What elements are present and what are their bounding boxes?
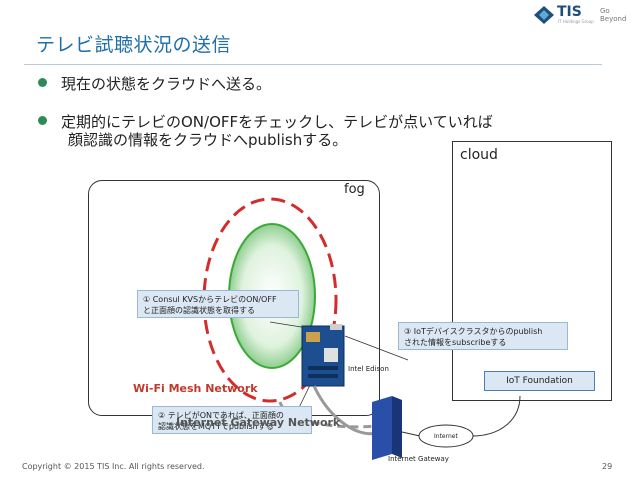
bullet-2: 定期的にテレビのON/OFFをチェックし、テレビが点いていれば xyxy=(38,111,493,132)
logo-name: TIS xyxy=(557,4,582,20)
bullet-2-continuation: 顔認識の情報をクラウドへpublishする。 xyxy=(68,131,348,149)
callout-step-1: ① Consul KVSからテレビのON/OFF と正面顔の認識状態を取得する xyxy=(137,290,299,318)
bullet-dot-icon xyxy=(38,78,47,87)
cloud-label: cloud xyxy=(460,147,498,163)
internet-gateway-label: Internet Gateway xyxy=(388,455,449,463)
intel-edison-board-icon xyxy=(301,324,345,387)
iot-foundation-box: IoT Foundation xyxy=(484,371,595,391)
callout-step-2: ② テレビがONであれば、正面顔の 認識状態をMQTTでpublishする xyxy=(152,406,312,434)
internet-label: Internet xyxy=(434,433,458,440)
intel-edison-label: Intel Edison xyxy=(348,365,389,373)
logo-subtext: IT Holdings Group xyxy=(558,19,594,24)
internet-gateway-device-icon xyxy=(372,396,402,460)
bullet-2-text: 定期的にテレビのON/OFFをチェックし、テレビが点いていれば xyxy=(61,113,493,131)
bullet-dot-icon xyxy=(38,116,47,125)
bullet-1: 現在の状態をクラウドへ送る。 xyxy=(38,73,271,94)
cloud-box xyxy=(452,141,612,401)
page-number: 29 xyxy=(602,462,613,471)
copyright-footer: Copyright © 2015 TIS Inc. All rights res… xyxy=(22,462,205,471)
internet-ellipse xyxy=(418,424,474,448)
bullet-1-text: 現在の状態をクラウドへ送る。 xyxy=(61,75,272,93)
callout-2-line-2: 認識状態をMQTTでpublishする xyxy=(158,422,274,431)
title-divider xyxy=(24,64,602,65)
callout-2-line-1: ② テレビがONであれば、正面顔の xyxy=(158,411,284,420)
slide-title: テレビ試聴状況の送信 xyxy=(36,34,232,56)
wifi-mesh-network-label: Wi-Fi Mesh Network xyxy=(133,382,258,395)
tis-logo-icon xyxy=(534,6,554,24)
callout-step-3: ③ IoTデバイスクラスタからのpublish された情報をsubscribeす… xyxy=(398,322,568,350)
fog-label: fog xyxy=(344,182,365,197)
callout-1-line-1: ① Consul KVSからテレビのON/OFF xyxy=(143,295,277,304)
callout-3-line-1: ③ IoTデバイスクラスタからのpublish xyxy=(404,327,543,336)
internet-gateway-network-label: Internet Gateway Network xyxy=(176,416,341,429)
callout-3-line-2: された情報をsubscribeする xyxy=(404,338,507,347)
logo-tagline: Go Beyond xyxy=(600,7,627,23)
callout-1-line-2: と正面顔の認識状態を取得する xyxy=(143,306,255,315)
